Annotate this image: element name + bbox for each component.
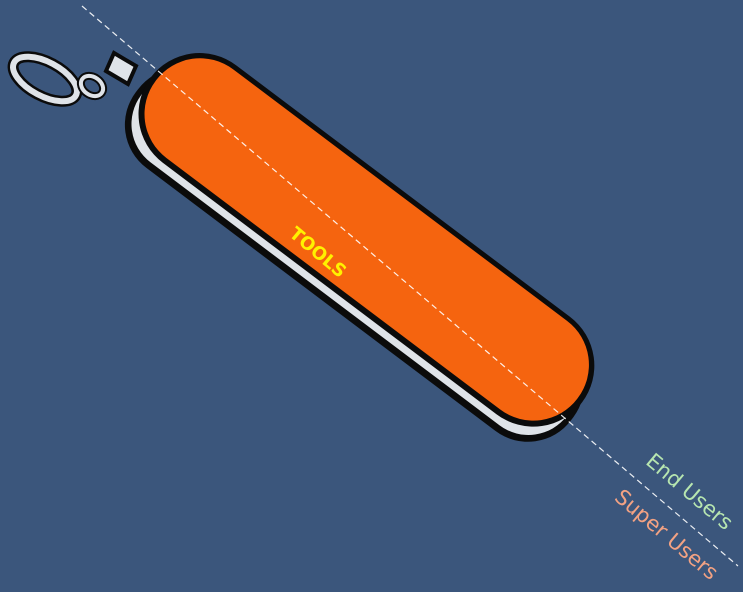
knife-body (114, 29, 619, 451)
divider-line (82, 6, 738, 566)
bail-tab (106, 53, 136, 84)
key-ring-icon (6, 48, 107, 111)
